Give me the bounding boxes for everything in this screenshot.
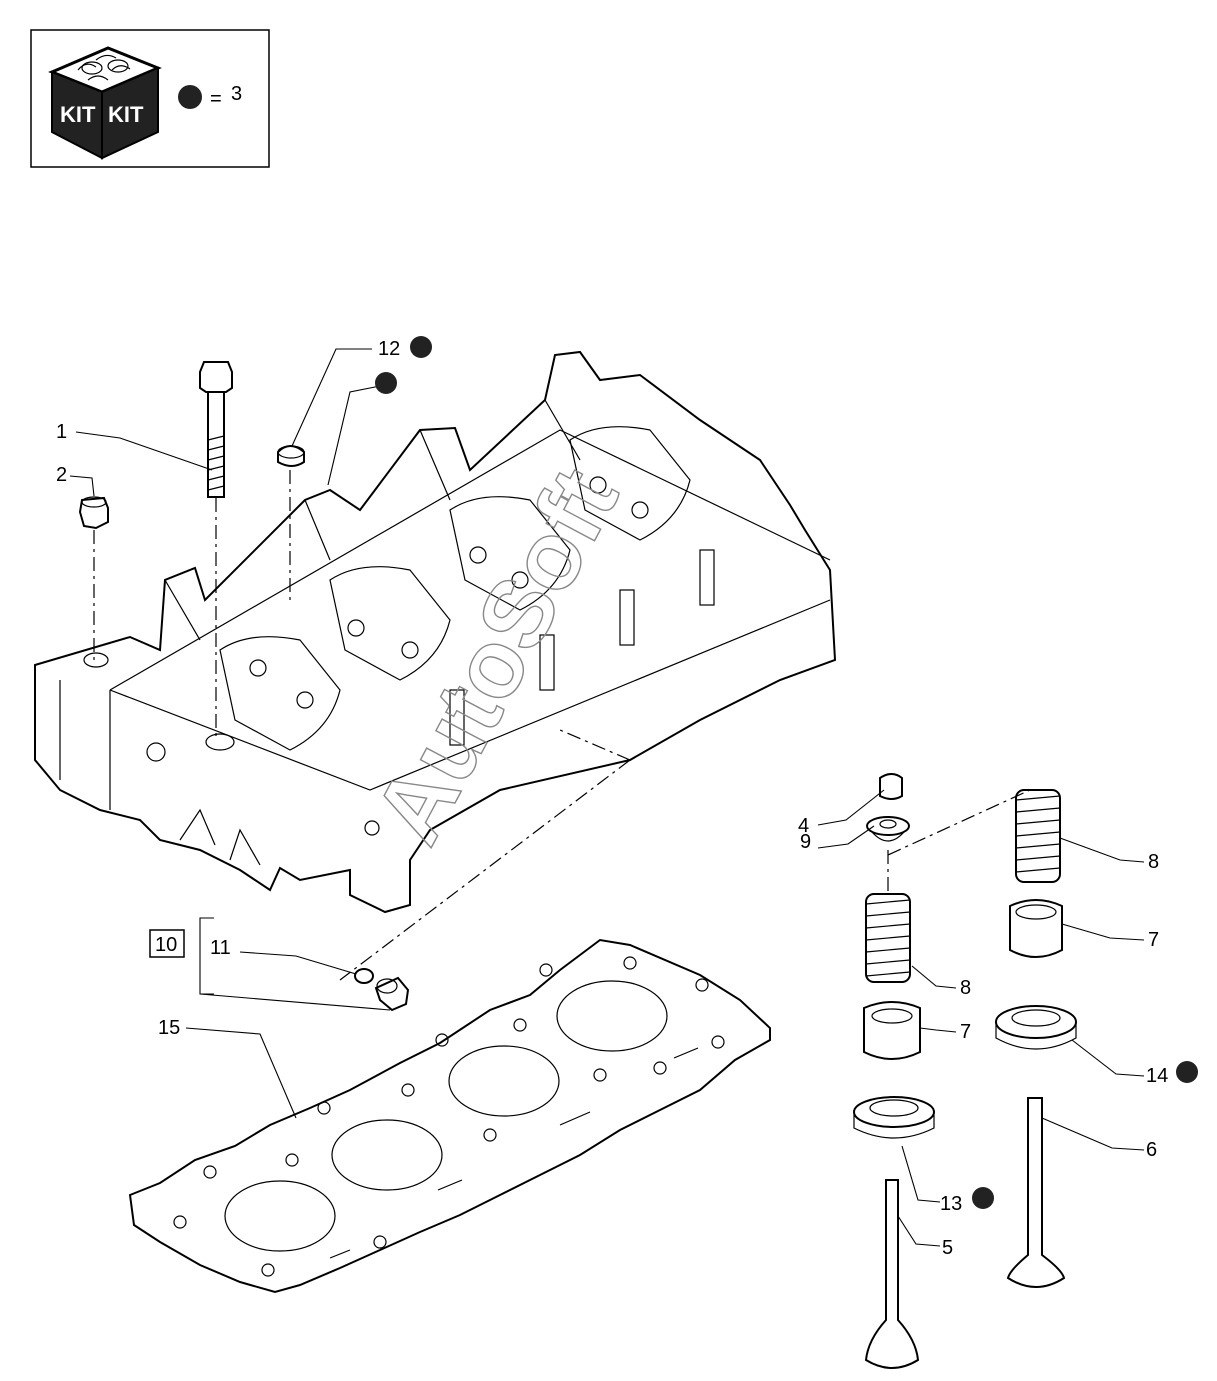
- kit-box-icon: KIT KIT: [48, 46, 162, 160]
- kit-label-left: KIT: [60, 102, 96, 127]
- callout-9: 9: [800, 831, 811, 853]
- callout-7-left: 7: [960, 1021, 971, 1043]
- part-oring-11: [354, 968, 410, 1012]
- leader-lines: [69, 348, 1145, 1247]
- callout-13: 13: [940, 1193, 962, 1215]
- part-head-gasket: [128, 938, 771, 1294]
- kit-equals: =: [210, 88, 222, 110]
- callout-1: 1: [56, 421, 67, 443]
- kit-ref-number: 3: [231, 83, 242, 105]
- callout-15: 15: [158, 1017, 180, 1039]
- callout-8-right: 8: [1148, 851, 1159, 873]
- kit-label-right: KIT: [108, 102, 144, 127]
- callout-8-left: 8: [960, 977, 971, 999]
- kit-dot-icon: [178, 85, 202, 109]
- callout-7-right: 7: [1148, 929, 1159, 951]
- callout-11: 11: [210, 937, 231, 959]
- callout-2: 2: [56, 464, 67, 486]
- kit-dot-icon: [375, 372, 397, 394]
- kit-legend: KIT KIT = 3: [30, 29, 270, 168]
- part-cap-12: [277, 445, 305, 600]
- kit-dot-icon: [410, 336, 432, 358]
- kit-dot-icon: [1176, 1061, 1198, 1083]
- callout-14: 14: [1146, 1065, 1168, 1087]
- callout-10-box: [149, 929, 185, 958]
- part-bolt: [199, 361, 233, 740]
- callout-5: 5: [942, 1237, 953, 1259]
- cylinder-head: [34, 350, 837, 914]
- callout-4: 4: [798, 815, 809, 837]
- callout-12: 12: [378, 338, 400, 360]
- part-plug-2: [78, 496, 109, 660]
- part-valve-train: [339, 729, 1077, 1369]
- callout-6: 6: [1146, 1139, 1157, 1161]
- callouts: 1 2 12 4 9 8 7 8 7 14 6 13 5 10 11 15: [56, 336, 1198, 1259]
- kit-dot-icon: [972, 1187, 994, 1209]
- callout-10: 10: [155, 934, 177, 956]
